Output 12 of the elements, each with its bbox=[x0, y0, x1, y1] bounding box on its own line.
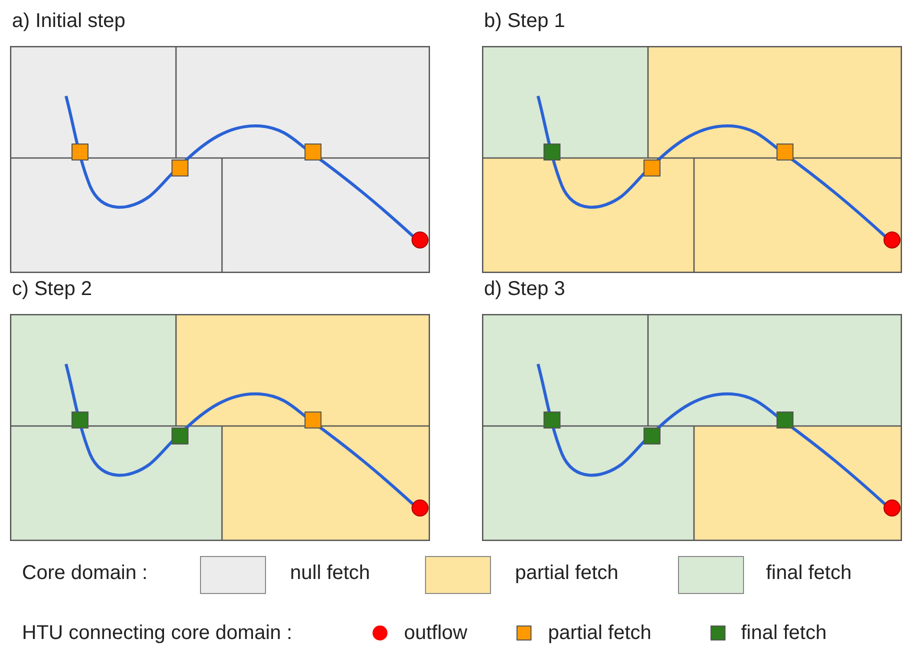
panel-title: a) Initial step bbox=[12, 10, 126, 33]
legend-text: null fetch bbox=[290, 562, 370, 585]
legend-text: final fetch bbox=[741, 622, 827, 645]
legend-text: outflow bbox=[404, 622, 468, 645]
panel-title: b) Step 1 bbox=[484, 10, 566, 33]
panel-title: d) Step 3 bbox=[484, 278, 566, 301]
row-heading: Core domain : bbox=[22, 562, 148, 585]
legend-text: final fetch bbox=[766, 562, 852, 585]
row-heading: HTU connecting core domain : bbox=[22, 622, 292, 645]
panel-title: c) Step 2 bbox=[12, 278, 92, 301]
legend-text: partial fetch bbox=[548, 622, 652, 645]
legend-text: partial fetch bbox=[515, 562, 618, 585]
